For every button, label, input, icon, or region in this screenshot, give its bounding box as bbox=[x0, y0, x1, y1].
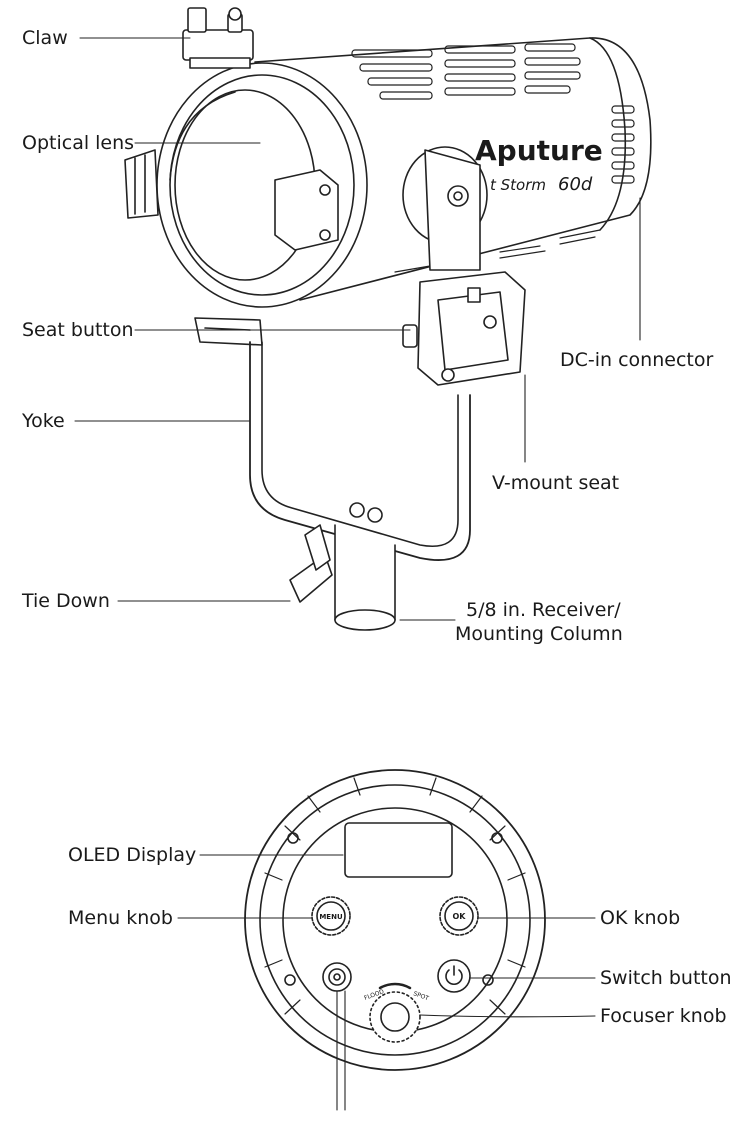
focuser-knob bbox=[369, 982, 421, 1043]
yoke-pivot bbox=[402, 146, 488, 271]
menu-knob bbox=[311, 896, 351, 936]
mounting-column bbox=[334, 524, 396, 631]
top-leaders bbox=[74, 37, 641, 621]
menu-knob-text: MENU bbox=[319, 913, 343, 921]
label-seat-button: Seat button bbox=[22, 319, 134, 341]
brand-logo: Aputure bbox=[475, 134, 603, 167]
lens-clip bbox=[124, 149, 159, 219]
back-panel bbox=[244, 769, 546, 1071]
label-focuser-knob: Focuser knob bbox=[600, 1005, 727, 1027]
brand-model-script: t Storm bbox=[490, 176, 546, 194]
oled-display bbox=[344, 822, 453, 878]
label-menu-knob: Menu knob bbox=[68, 907, 173, 929]
label-oled: OLED Display bbox=[68, 844, 197, 866]
label-switch-button: Switch button bbox=[600, 967, 732, 989]
label-receiver-line1: 5/8 in. Receiver/ bbox=[466, 599, 621, 621]
label-ok-knob: OK knob bbox=[600, 907, 681, 929]
label-claw: Claw bbox=[22, 27, 68, 49]
brand-model-number: 60d bbox=[558, 174, 593, 195]
ok-knob bbox=[439, 896, 479, 936]
bottom-leaders bbox=[177, 854, 596, 1111]
label-tie-down: Tie Down bbox=[22, 590, 110, 612]
label-vmount: V-mount seat bbox=[492, 472, 620, 494]
ok-knob-text: OK bbox=[453, 912, 467, 921]
label-optical-lens: Optical lens bbox=[22, 132, 135, 154]
vmount-seat bbox=[402, 271, 526, 386]
seat-button bbox=[194, 317, 263, 346]
label-dc-in: DC-in connector bbox=[560, 349, 714, 371]
claw bbox=[182, 7, 254, 69]
lens-bracket bbox=[274, 169, 339, 251]
tie-down bbox=[289, 524, 333, 603]
label-yoke: Yoke bbox=[22, 410, 65, 432]
switch-button bbox=[437, 959, 471, 993]
dc-port bbox=[322, 962, 352, 992]
label-receiver-line2: Mounting Column bbox=[455, 623, 623, 645]
